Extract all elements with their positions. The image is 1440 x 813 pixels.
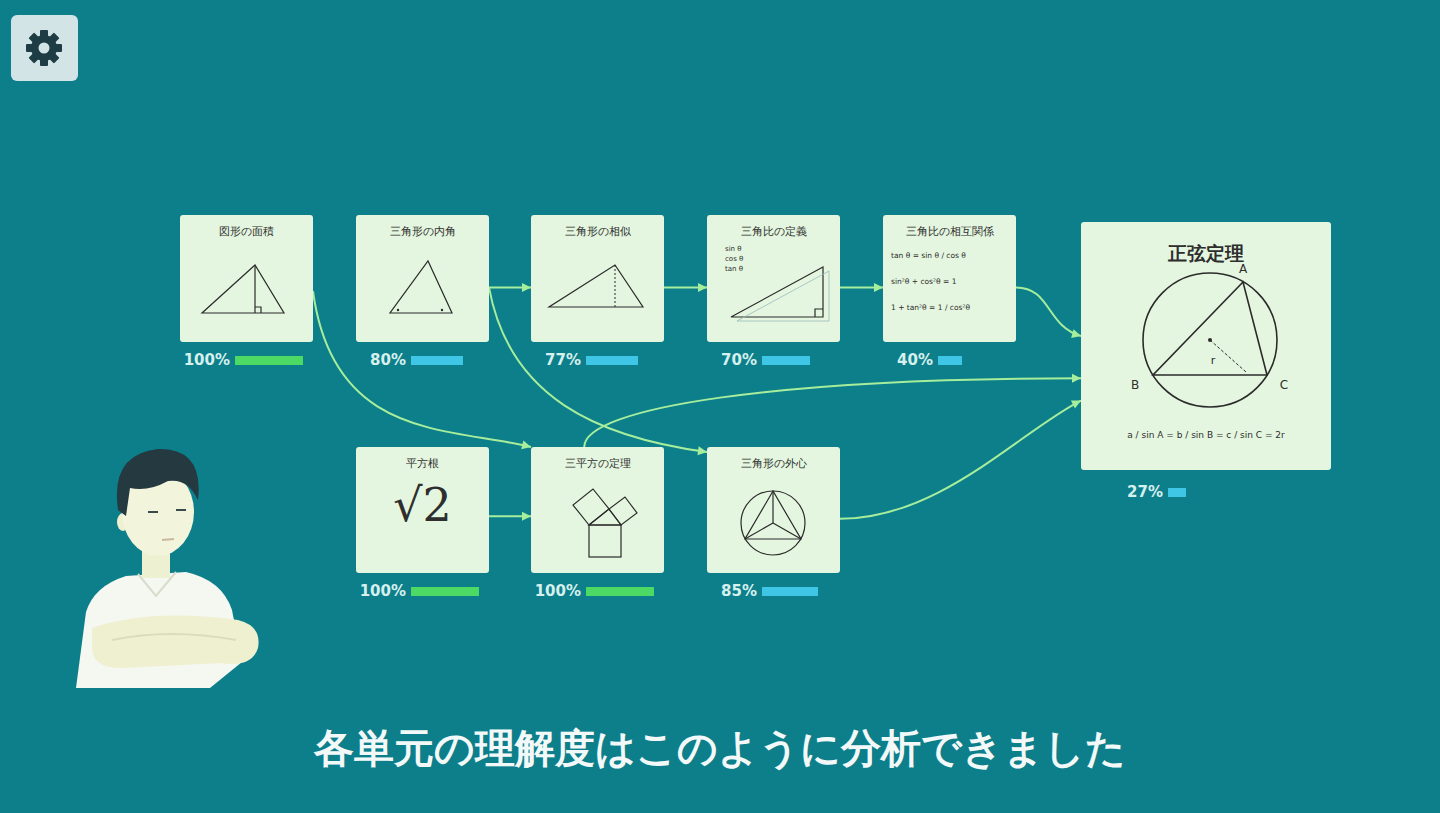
student-figure <box>76 449 259 688</box>
unit-title: 三角形の内角 <box>356 225 489 238</box>
arrow-head <box>1071 329 1081 338</box>
unit-text: 1 + tan²θ = 1 / cos²θ <box>891 303 1010 312</box>
connector <box>489 512 531 521</box>
progress-percent: 77% <box>545 350 581 370</box>
unit-text: r <box>1207 354 1219 368</box>
connector <box>840 401 1081 519</box>
caption-text: 各単元の理解度はこのように分析できました <box>0 722 1440 774</box>
arrow-head <box>1071 401 1081 409</box>
progress-bar <box>235 356 303 365</box>
arrow-head <box>521 440 531 449</box>
progress-bar <box>762 587 818 596</box>
progress-percent: 40% <box>897 350 933 370</box>
unit-box: 正弦定理A B Cr a / sin A = b / sin B = c / sin … <box>1081 222 1331 470</box>
unit-title: 三平方の定理 <box>531 457 664 470</box>
progress-percent: 85% <box>721 581 757 601</box>
arrow-head <box>697 446 707 455</box>
unit-text: cos θ <box>725 255 767 264</box>
unit-text: A <box>1236 262 1250 277</box>
unit-title: 三角形の相似 <box>531 225 664 238</box>
unit-title: 三角比の相互関係 <box>883 225 1016 238</box>
unit-title: 三角形の外心 <box>707 457 840 470</box>
progress-bar <box>938 356 962 365</box>
connector <box>840 283 883 292</box>
unit-title: 図形の面積 <box>180 225 313 238</box>
unit-box: 三角形の外心85% <box>707 447 840 573</box>
unit-title: 三角比の定義 <box>707 225 840 238</box>
unit-text: B <box>1128 378 1142 393</box>
progress-bar <box>586 356 638 365</box>
unit-title: 正弦定理 <box>1081 242 1331 266</box>
unit-box: 三平方の定理100% <box>531 447 664 573</box>
connector-line <box>1016 287 1081 336</box>
progress-percent: 27% <box>1127 482 1163 502</box>
arrow-head <box>874 283 883 292</box>
arrow-head <box>1072 374 1081 383</box>
progress-percent: 100% <box>535 581 581 601</box>
progress-bar <box>586 587 654 596</box>
connector <box>1016 287 1081 338</box>
connector-line <box>584 378 1081 447</box>
unit-box: 三角比の定義sin θcos θtan θ70% <box>707 215 840 342</box>
arrow-head <box>698 283 707 292</box>
progress-bar <box>1168 488 1186 497</box>
progress-bar <box>411 356 463 365</box>
unit-text: a / sin A = b / sin B = c / sin C = 2r <box>1081 430 1331 441</box>
unit-box: 三角比の相互関係 tan θ = sin θ / cos θ sin²θ + cos… <box>883 215 1016 342</box>
unit-text: sin θ <box>725 245 767 254</box>
arrow-head <box>522 283 531 292</box>
unit-text: tan θ <box>725 265 767 274</box>
progress-percent: 80% <box>370 350 406 370</box>
progress-bar <box>762 356 810 365</box>
unit-title: 平方根 <box>356 457 489 470</box>
connector-line <box>840 401 1081 519</box>
connector <box>489 283 531 292</box>
unit-box: 三角形の相似77% <box>531 215 664 342</box>
unit-text: tan θ = sin θ / cos θ <box>891 251 1010 260</box>
unit-box: 三角形の内角80% <box>356 215 489 342</box>
settings-icon <box>11 15 78 81</box>
progress-percent: 70% <box>721 350 757 370</box>
unit-text: sin²θ + cos²θ = 1 <box>891 277 1010 286</box>
progress-percent: 100% <box>184 350 230 370</box>
unit-text: √2 <box>356 477 489 535</box>
unit-box: 平方根√2100% <box>356 447 489 573</box>
progress-bar <box>411 587 479 596</box>
unit-text: C <box>1277 378 1291 393</box>
connector <box>584 374 1081 447</box>
connector <box>664 283 707 292</box>
unit-box: 図形の面積100% <box>180 215 313 342</box>
arrow-head <box>522 512 531 521</box>
progress-percent: 100% <box>360 581 406 601</box>
